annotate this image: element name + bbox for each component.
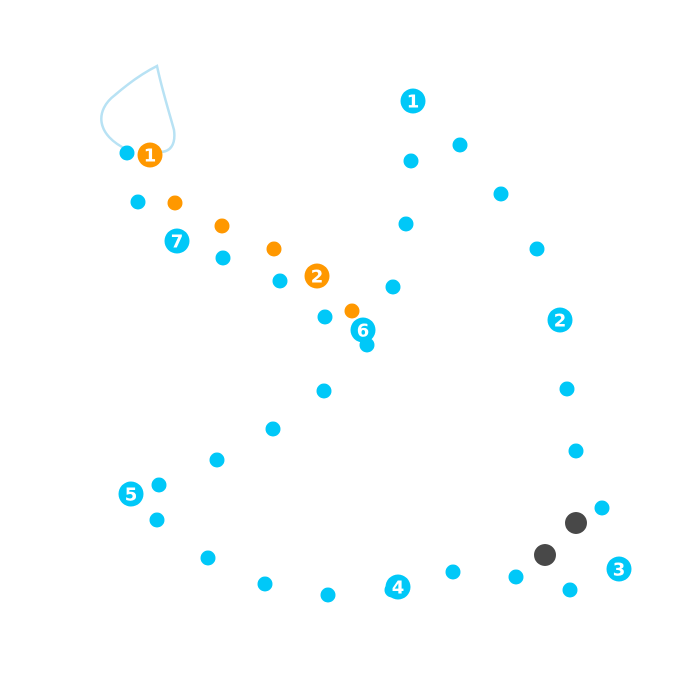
numbered-dot-circle [547,307,573,333]
orange-dot[interactable] [266,241,282,257]
blue-numbered-dot-3[interactable]: 3 [606,556,632,582]
numbered-dot-circle [385,574,411,600]
blue-dot[interactable] [119,145,135,161]
numbered-dot-label: 7 [171,232,184,253]
blue-dot[interactable] [257,576,273,592]
blue-dot[interactable] [130,194,146,210]
blue-dot[interactable] [529,241,545,257]
orange-dot[interactable] [344,303,360,319]
numbered-dot-label: 4 [392,578,405,599]
blue-dot[interactable] [209,452,225,468]
numbered-dot-label: 1 [144,146,157,167]
blue-dot[interactable] [508,569,524,585]
blue-dot[interactable] [200,550,216,566]
numbered-dot-circle [304,263,330,289]
blue-dot[interactable] [151,477,167,493]
blue-numbered-dot-6[interactable]: 6 [350,317,376,343]
blue-dot[interactable] [568,443,584,459]
blue-dot[interactable] [594,500,610,516]
blue-dot[interactable] [320,587,336,603]
blue-numbered-dot-7[interactable]: 7 [164,228,190,254]
blue-dot[interactable] [149,512,165,528]
blue-dot[interactable] [316,383,332,399]
numbered-dot-circle [118,481,144,507]
blue-numbered-dot-4[interactable]: 4 [385,574,411,600]
blue-dot[interactable] [398,216,414,232]
numbered-dot-circle [400,88,426,114]
blue-numbered-dot-5[interactable]: 5 [118,481,144,507]
blue-dot[interactable] [452,137,468,153]
blue-dot[interactable] [493,186,509,202]
orange-numbered-dot-1[interactable]: 1 [137,142,163,168]
numbered-dot-circle [137,142,163,168]
numbered-dot-label: 5 [125,485,138,506]
blue-dot[interactable] [385,279,401,295]
numbered-dot-label: 2 [554,311,567,332]
numbered-dot-circle [164,228,190,254]
dark-marker-dot[interactable] [534,544,556,566]
blue-dot[interactable] [265,421,281,437]
numbered-dot-label: 6 [357,321,370,342]
blue-dot[interactable] [272,273,288,289]
orange-dot[interactable] [214,218,230,234]
blue-dot[interactable] [215,250,231,266]
numbered-dot-label: 1 [407,92,420,113]
orange-dot[interactable] [167,195,183,211]
blue-dot[interactable] [562,582,578,598]
numbered-dot-circle [606,556,632,582]
numbered-dot-circle [350,317,376,343]
blue-dot[interactable] [403,153,419,169]
blue-numbered-dot-2[interactable]: 2 [547,307,573,333]
drawn-trail-line [100,64,176,154]
numbered-dot-label: 2 [311,267,324,288]
blue-dot[interactable] [445,564,461,580]
blue-dot[interactable] [559,381,575,397]
dark-marker-dot[interactable] [565,512,587,534]
blue-numbered-dot-1[interactable]: 1 [400,88,426,114]
numbered-dot-label: 3 [613,560,626,581]
orange-numbered-dot-2[interactable]: 2 [304,263,330,289]
blue-dot[interactable] [317,309,333,325]
